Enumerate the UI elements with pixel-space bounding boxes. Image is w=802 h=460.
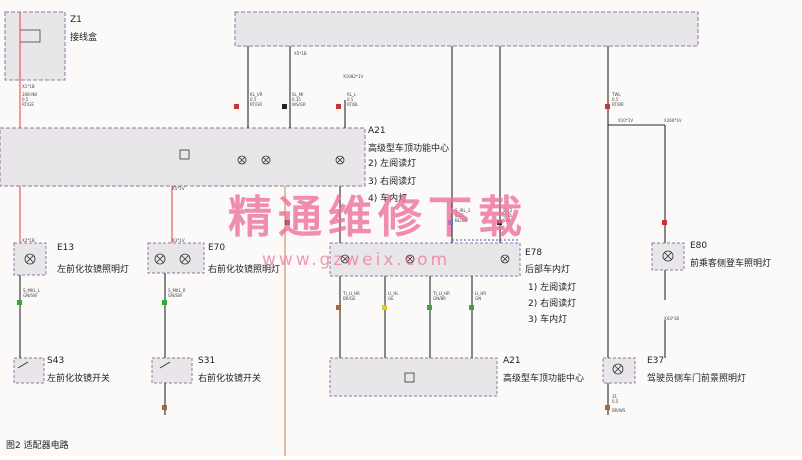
watermark-url: www.gzweix.com [262,250,450,270]
wire-spec: 30B-NB [22,92,37,97]
e80-id: E80 [690,241,707,251]
connector-tag: X5*1V [172,186,185,191]
e37-name: 驾驶员侧车门前景照明灯 [647,372,746,384]
wire-spec: GE [388,296,394,301]
wire-spec: 0.5 [250,97,257,102]
connector-tag: X3*1V [172,238,185,243]
s31-box [151,357,193,384]
e78-item-2: 2) 右阅读灯 [528,297,576,309]
s43-box [13,357,45,384]
wire-spec: TI_LI_HR [342,291,360,296]
e70-name: 右前化妆镜照明灯 [208,263,280,275]
wire-spec: BR/GE [343,296,356,301]
z1-box [4,11,66,81]
wire-spec: GN/SW [23,293,37,298]
e78-item-1: 1) 左阅读灯 [528,281,576,293]
e70-id: E70 [208,243,225,253]
connector-tag: X5*1B [294,51,307,56]
wire-spec: BR/WS [612,408,626,413]
wire-spec: TWL [611,92,621,97]
a21-bottom-name: 高级型车顶功能中心 [503,372,584,384]
s43-id: S43 [47,356,64,366]
wire-spec: RT/GR [250,102,262,107]
wire-spec: RT/BL [347,102,359,107]
wire-spec: S_MKL_L [23,288,41,293]
s31-id: S31 [198,356,215,366]
e78-box [329,242,521,277]
wire-spec: 0.5 [22,97,29,102]
wire-spec: LI_HR [475,291,486,296]
wire-spec: RT/GE [22,102,34,107]
z1-name: 接线盒 [70,31,97,43]
wire-spec: LI_HL [388,291,399,296]
e13-name: 左前化妆镜照明灯 [57,263,129,275]
e13-id: E13 [57,243,74,253]
wire-spec: TI_LI_HR [432,291,450,296]
s31-name: 右前化妆镜开关 [198,372,261,384]
wire-spec: 0.35 [292,97,301,102]
wire-spec: RL_L [347,92,357,97]
wire-spec: 0.5 [612,399,619,404]
e13-box [13,242,47,276]
wire-spec: SW [503,218,510,223]
wire-spec: 0.35 [503,213,512,218]
wires [19,12,666,456]
wire-spec: S_MKL_R [168,288,186,293]
z1-id: Z1 [70,15,82,25]
e78-name: 后部车内灯 [525,263,570,275]
connector-tag: X266*1V [664,118,682,123]
wire-markers [17,104,667,410]
wire-spec: 0.35 [455,213,464,218]
connector-tag: X43*1B [664,316,679,321]
connector-tag: X2*1B [22,238,35,243]
wire-spec: SL_MI [292,92,303,97]
watermark-title: 精通维修下载 [228,192,528,243]
connector-tag: X1*1B [22,84,35,89]
wire-spec: 31 [612,394,618,399]
figure-caption: 图2 适配器电路 [6,439,69,451]
e80-name: 前乘客侧登车照明灯 [690,257,771,269]
e70-box [147,242,205,274]
wire-spec: WS/GR [292,102,306,107]
top-fuse-panel [234,11,699,47]
e78-id: E78 [525,248,542,258]
s43-name: 左前化妆镜开关 [47,372,110,384]
a21-top-name: 高级型车顶功能中心 [368,142,449,154]
connector-tag: X1082*1V [343,74,363,79]
wire-spec: GN/SW [168,293,182,298]
a21-top-item-3: 4) 车内灯 [368,192,407,204]
wire-spec: GN/BR [433,296,446,301]
e78-item-3: 3) 车内灯 [528,313,567,325]
wire-spec: BL/SW [455,218,468,223]
a21-bottom-id: A21 [503,356,521,366]
wire-spec: GN [475,296,481,301]
wire-spec: 0.5 [612,97,619,102]
a21-top-item-2: 3) 右阅读灯 [368,175,416,187]
a21-bottom-box [329,357,498,397]
e37-id: E37 [647,356,664,366]
connector-tag: X10*1V [618,118,633,123]
wire-spec: S_IRL_2 [455,208,471,213]
a21-top-box [0,127,366,187]
a21-top-id: A21 [368,126,386,136]
wire-spec: KL_VR [250,92,263,97]
wire-spec: SL_2 [503,208,513,213]
wire-spec: RT/BR [612,102,624,107]
wire-spec: 0.5 [347,97,354,102]
symbols [17,149,674,383]
a21-top-item-1: 2) 左阅读灯 [368,157,416,169]
